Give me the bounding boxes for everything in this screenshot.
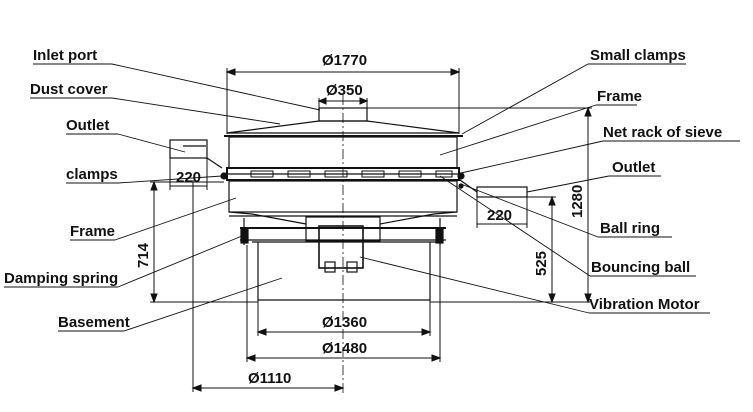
damping-spring-left [240, 218, 249, 245]
dim-1480: Ø1480 [322, 340, 367, 357]
label-bouncing-ball: Bouncing ball [591, 259, 690, 276]
label-clamps: clamps [66, 166, 118, 183]
label-ball-ring: Ball ring [600, 220, 660, 237]
bottom-cone [228, 211, 458, 225]
dim-714: 714 [135, 242, 152, 268]
dim-1770: Ø1770 [322, 52, 367, 69]
label-frame-left: Frame [70, 223, 115, 240]
label-basement: Basement [58, 314, 130, 331]
net-rack-of-sieve [250, 170, 453, 178]
outlet-right [476, 186, 528, 198]
outlet-left [169, 139, 208, 159]
dimension-labels: Ø1770 Ø350 220 220 714 525 1280 Ø1360 Ø1… [135, 52, 586, 387]
dim-525: 525 [533, 251, 550, 276]
label-inlet-port: Inlet port [33, 47, 97, 64]
dim-220-right: 220 [487, 207, 512, 224]
clamp-right [457, 172, 465, 180]
label-outlet-left: Outlet [66, 117, 109, 134]
dim-1280: 1280 [569, 185, 586, 218]
callout-labels: Inlet port Dust cover Outlet clamps Fram… [4, 47, 722, 331]
damping-spring-right [435, 218, 444, 245]
label-frame-right: Frame [597, 88, 642, 105]
basement [257, 242, 431, 301]
label-outlet-right: Outlet [612, 159, 655, 176]
dim-350: Ø350 [326, 82, 363, 99]
vibration-motor [318, 225, 364, 269]
leader-lines [4, 63, 740, 332]
dim-1110: Ø1110 [248, 370, 291, 387]
label-damping-spring: Damping spring [4, 270, 118, 287]
dim-220-left: 220 [176, 169, 201, 186]
label-dust-cover: Dust cover [30, 81, 108, 98]
dim-1360: Ø1360 [322, 314, 367, 331]
label-net-rack: Net rack of sieve [603, 124, 722, 141]
dimension-lines [150, 68, 592, 392]
label-small-clamps: Small clamps [590, 47, 686, 64]
label-vibration-motor: Vibration Motor [589, 296, 700, 313]
